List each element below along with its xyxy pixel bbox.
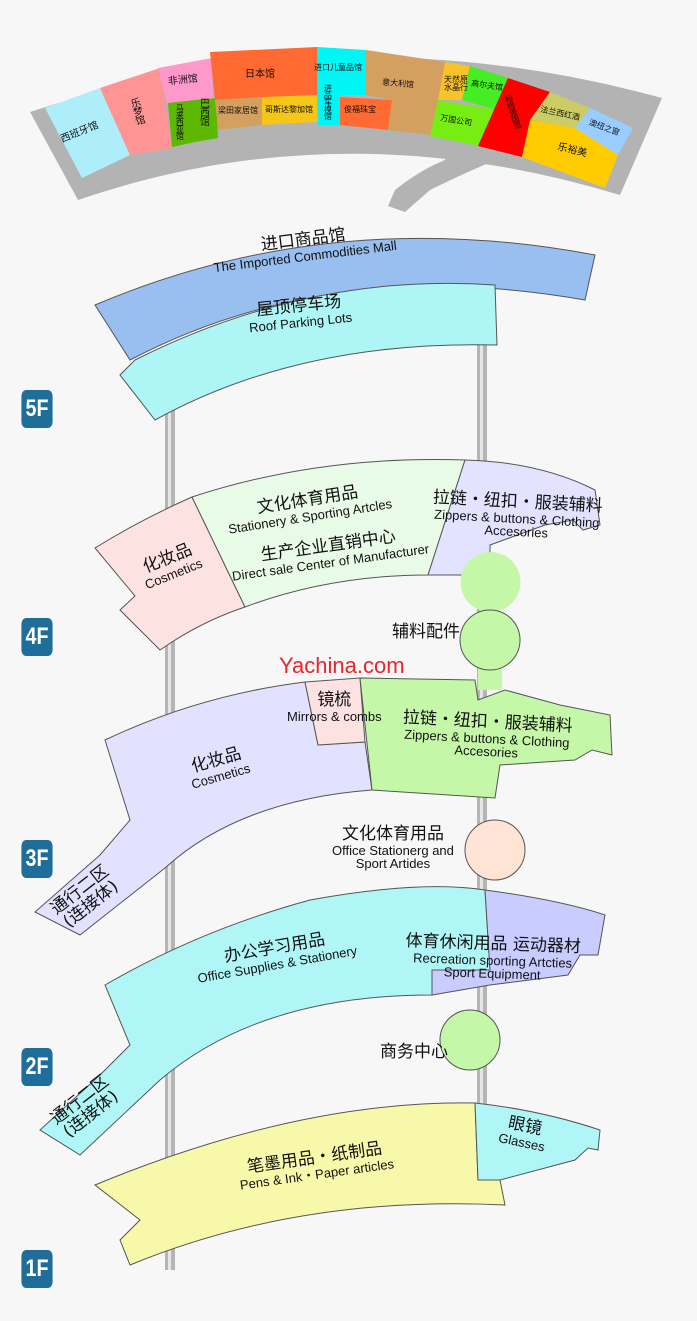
shop-block — [262, 95, 318, 125]
map-arrow — [388, 140, 520, 212]
shop-block — [438, 62, 470, 100]
shop-block — [575, 108, 633, 155]
shop-label[interactable]: 马来西亚馆 — [175, 104, 185, 139]
shop-label[interactable]: 梁田家居馆 — [218, 106, 258, 115]
floor-badge-2f[interactable]: 2F — [21, 1048, 53, 1086]
zone-label: 商务中心 — [380, 1042, 448, 1062]
shop-block — [210, 47, 317, 100]
zone-recreation — [431, 889, 606, 996]
zone-accessories-bubble — [460, 552, 521, 690]
zone-imported-mall — [94, 237, 596, 361]
zone-label: 辅料配件 — [392, 622, 460, 642]
zone-zippers-4f — [427, 459, 601, 576]
zone-zippers-3f — [359, 677, 613, 799]
shop-label[interactable]: 哥斯达黎加馆 — [265, 105, 313, 114]
shop-block — [168, 100, 195, 147]
shop-block — [478, 78, 550, 157]
shop-label[interactable]: 天然原水晶行 — [444, 75, 468, 93]
shop-block — [366, 50, 445, 135]
shop-block — [45, 88, 130, 178]
shop-block — [158, 58, 213, 103]
shop-block — [340, 97, 392, 130]
zone-office-stationery-bubble — [464, 819, 526, 881]
shop-block — [430, 100, 497, 146]
zone-office-supplies — [39, 886, 491, 1156]
watermark: Yachina.com — [279, 653, 405, 678]
shop-block — [462, 66, 508, 110]
shop-block — [530, 92, 590, 128]
shop-label[interactable]: 进口儿童品馆 — [314, 63, 362, 72]
shop-label[interactable]: 进品车模馆 — [323, 84, 333, 119]
shop-block — [195, 98, 218, 142]
zone-pens-paper — [94, 1102, 506, 1266]
floor-badge-4f[interactable]: 4F — [21, 618, 53, 656]
shop-label[interactable]: 巴西馆 — [197, 98, 209, 125]
zone-business-bubble — [439, 1009, 501, 1071]
shop-block — [215, 97, 262, 130]
floor-badge-1f[interactable]: 1F — [21, 1250, 53, 1288]
shop-block — [522, 120, 618, 188]
shop-block — [100, 68, 172, 155]
zone-mirrors — [304, 677, 366, 746]
floor-badge-5f[interactable]: 5F — [21, 390, 53, 428]
shop-label[interactable]: 日本馆 — [245, 69, 275, 80]
shop-block — [317, 47, 366, 95]
zone-glasses — [474, 1102, 601, 1181]
shop-label[interactable]: 俊福珠宝 — [344, 105, 376, 114]
shop-block — [317, 95, 340, 125]
floor-badge-3f[interactable]: 3F — [21, 840, 53, 878]
zone-cosmetics-3f — [34, 681, 373, 936]
zone-roof-parking — [119, 282, 498, 421]
